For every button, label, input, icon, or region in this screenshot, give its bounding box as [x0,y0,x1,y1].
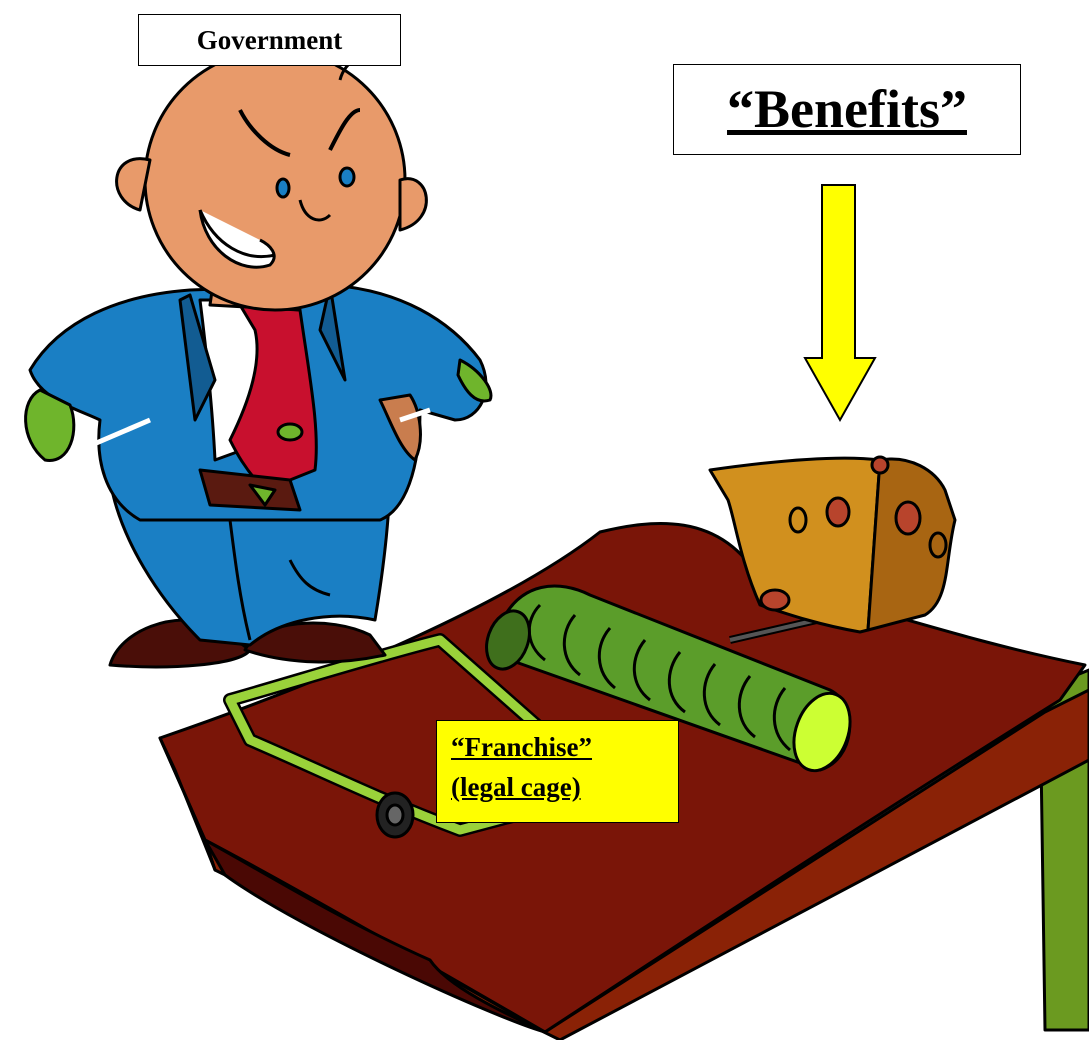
benefits-label: “Benefits” [673,64,1021,155]
down-arrow-icon [803,184,877,423]
franchise-label-line2: (legal cage) [451,772,581,802]
cartoon-businessman-icon [24,22,493,669]
cheese-icon [708,455,957,634]
government-label: Government [138,14,401,66]
franchise-label-line1: “Franchise” [451,732,592,762]
franchise-label: “Franchise” (legal cage) [436,720,679,823]
